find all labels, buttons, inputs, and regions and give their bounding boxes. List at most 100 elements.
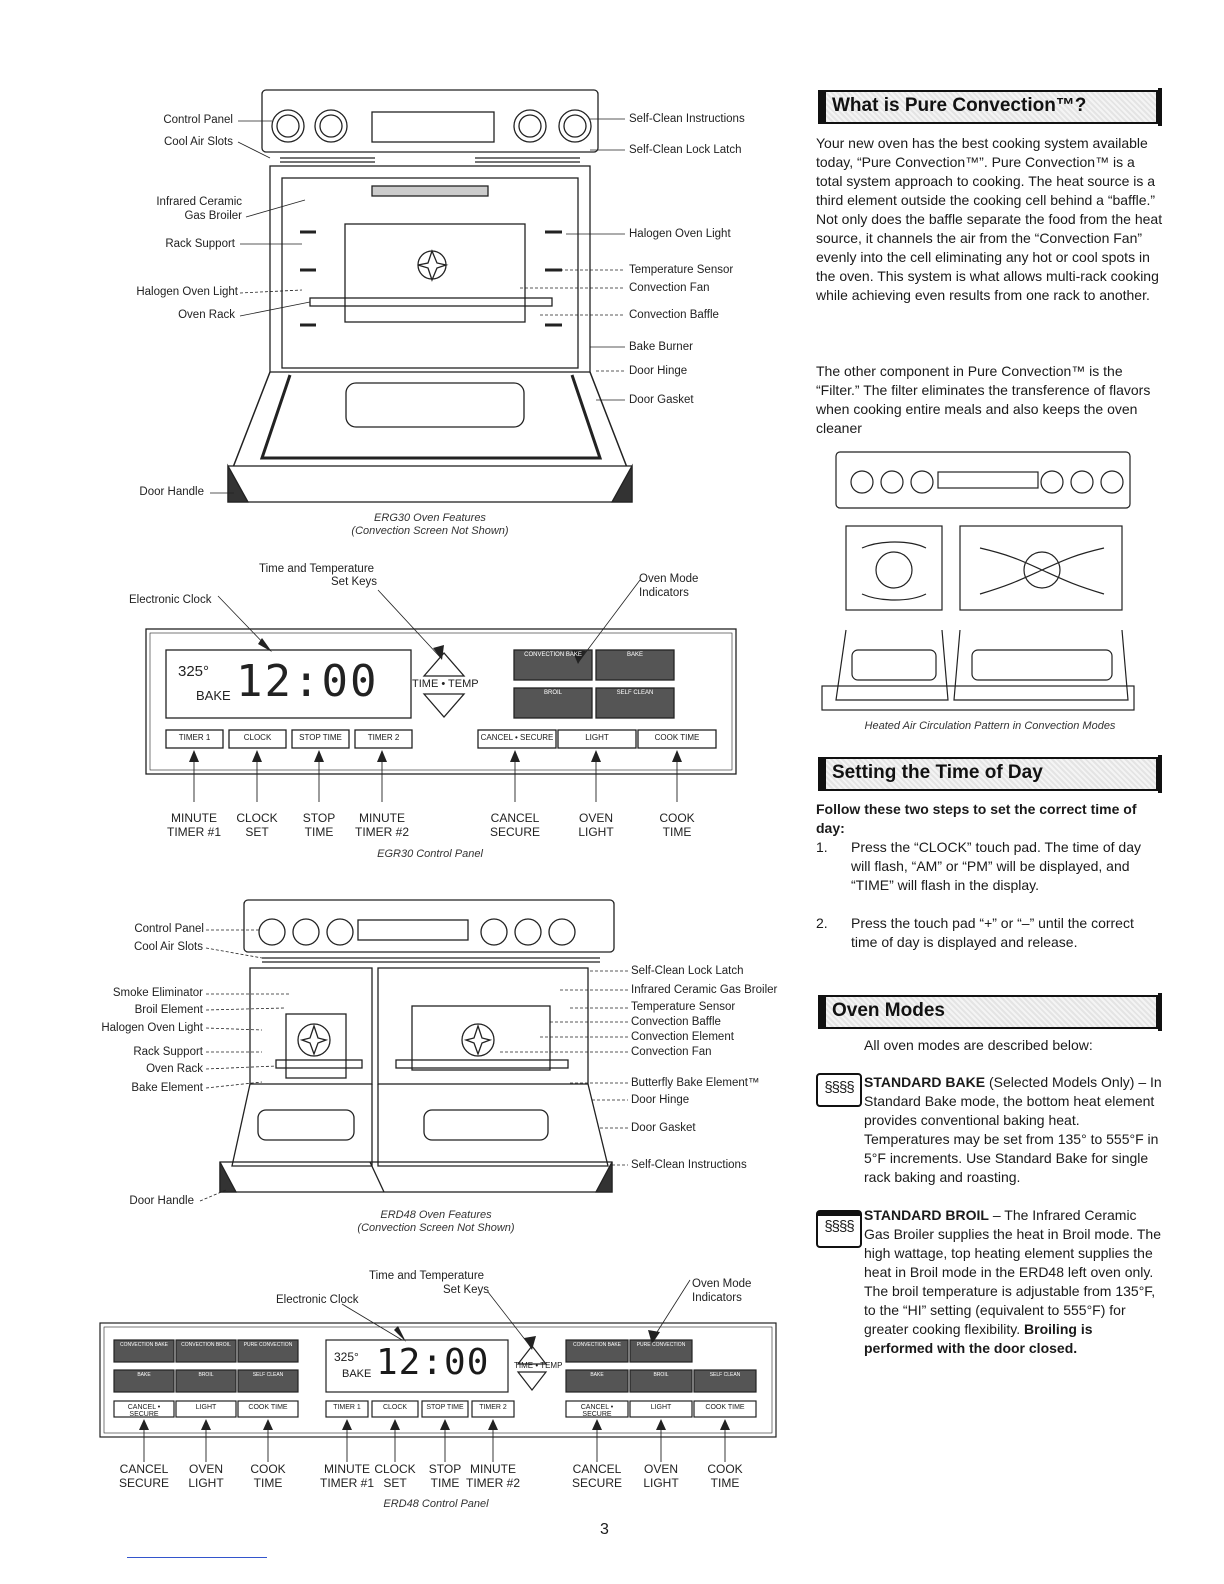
erd48-pad-cancel-left[interactable]: CANCEL • SECURE [127, 1404, 161, 1418]
erd48-label-cool-air-slots: Cool Air Slots [133, 941, 203, 953]
erd48-time-temp-label[interactable]: TIME • TEMP [514, 1361, 563, 1370]
egr30-time-temp-label[interactable]: TIME • TEMP [412, 678, 479, 690]
oven-modes-intro: All oven modes are described below: [864, 1037, 1093, 1053]
erd48-pad-timer-2[interactable]: TIMER 2 [479, 1404, 507, 1411]
erd48-pad-timer-1[interactable]: TIMER 1 [333, 1404, 361, 1411]
pure-convection-heading: What is Pure Convection™? [832, 95, 1087, 116]
erd48-label-halogen-oven-light: Halogen Oven Light [101, 1022, 203, 1034]
erd48-label-convection-baffle: Convection Baffle [631, 1016, 721, 1028]
erd48-label-infrared-broiler: Infrared Ceramic Gas Broiler [631, 984, 778, 996]
label-halogen-oven-light: Halogen Oven Light [136, 286, 238, 298]
erd48-pad-light-left[interactable]: LIGHT [195, 1404, 217, 1411]
erd48-label-convection-fan: Convection Fan [631, 1046, 712, 1058]
erd48-pad-clock[interactable]: CLOCK [382, 1404, 408, 1411]
label-bake-burner: Bake Burner [629, 341, 693, 353]
pure-convection-paragraph-1: Your new oven has the best cooking syste… [816, 135, 1163, 303]
egr30-mode-self-clean: SELF CLEAN [616, 690, 654, 696]
egr30-pad-stop-time[interactable]: STOP TIME [299, 733, 342, 742]
label-halogen-oven-light-right: Halogen Oven Light [629, 228, 731, 240]
label-door-handle: Door Handle [139, 486, 204, 498]
egr30-callout-clock: Electronic Clock [129, 594, 212, 606]
egr30-pad-cancel-secure[interactable]: CANCEL • SECURE [480, 733, 554, 742]
erd48-pad-cook-time-right[interactable]: COOK TIME [705, 1404, 745, 1411]
erd48-right-mode-self-clean: SELF CLEAN [709, 1372, 741, 1378]
egr30-mode-broil: BROIL [543, 690, 562, 696]
erd48-callout-clock: Electronic Clock [276, 1294, 359, 1306]
label-self-clean-instructions: Self-Clean Instructions [629, 113, 745, 125]
label-convection-fan: Convection Fan [629, 282, 710, 294]
label-convection-baffle: Convection Baffle [629, 309, 719, 321]
egr30-pad-timer-1[interactable]: TIMER 1 [178, 733, 211, 742]
erd48-left-mode-conv-bake: CONVECTION BAKE [119, 1342, 169, 1348]
erd48-callout-keys-2: Set Keys [443, 1284, 490, 1296]
label-infrared-ceramic: Infrared Ceramic [156, 196, 242, 208]
erd48-right-mode-conv-bake: CONVECTION BAKE [572, 1342, 622, 1348]
convection-caption: Heated Air Circulation Pattern in Convec… [864, 720, 1116, 732]
erd48-pad-cook-time-left[interactable]: COOK TIME [248, 1404, 288, 1411]
erd48-pad-stop-time[interactable]: STOP TIME [426, 1404, 464, 1411]
erd48-label-smoke-eliminator: Smoke Eliminator [112, 987, 203, 999]
erd48-display-temp: 325° [334, 1350, 359, 1364]
broil-icon: §§§§ [816, 1210, 862, 1248]
time-of-day-heading-box: Setting the Time of Day [818, 755, 1162, 793]
erd48-left-mode-pure-conv: PURE CONVECTION [243, 1342, 293, 1348]
standard-broil-text: STANDARD BROIL – The Infrared Ceramic Ga… [864, 1207, 1162, 1356]
erd48-label-bake-element: Bake Element [131, 1082, 203, 1094]
egr30-callout-keys-2: Set Keys [331, 576, 378, 588]
erd48-label-control-panel: Control Panel [134, 923, 204, 935]
erd48-callout-mode-1: Oven Mode [692, 1278, 752, 1290]
egr30-pad-clock[interactable]: CLOCK [243, 733, 272, 742]
egr30-display-mode: BAKE [196, 688, 231, 703]
label-door-hinge: Door Hinge [629, 365, 688, 377]
label-rack-support: Rack Support [165, 238, 235, 250]
egr30-pad-light[interactable]: LIGHT [585, 733, 609, 742]
time-of-day-heading: Setting the Time of Day [832, 762, 1043, 783]
egr30-mode-convection-bake: CONVECTION BAKE [524, 652, 582, 658]
erd48-display-time: 12:00 [376, 1342, 490, 1383]
erg30-caption-2: (Convection Screen Not Shown) [351, 525, 509, 537]
erd48-label-door-gasket: Door Gasket [631, 1122, 696, 1134]
erd48-panel-caption: ERD48 Control Panel [383, 1498, 489, 1510]
erd48-label-butterfly-bake: Butterfly Bake Element™ [631, 1077, 760, 1089]
page-number: 3 [600, 1521, 609, 1538]
egr30-callout-keys-1: Time and Temperature [259, 563, 375, 575]
erd48-pad-cancel-right[interactable]: CANCEL • SECURE [580, 1404, 614, 1418]
pure-convection-heading-box: What is Pure Convection™? [818, 88, 1162, 126]
time-of-day-intro: Follow these two steps to set the correc… [816, 801, 1137, 836]
erd48-caption-2: (Convection Screen Not Shown) [357, 1222, 515, 1234]
egr30-pad-timer-2[interactable]: TIMER 2 [367, 733, 400, 742]
erg30-caption-1: ERG30 Oven Features [374, 512, 486, 524]
erd48-label-rack-support: Rack Support [133, 1046, 203, 1058]
egr30-callout-mode-2: Indicators [639, 587, 689, 599]
pure-convection-paragraph-2: The other component in Pure Convection™ … [816, 363, 1151, 436]
egr30-callout-mode-1: Oven Mode [639, 573, 699, 585]
label-cool-air-slots: Cool Air Slots [163, 136, 233, 148]
egr30-pad-cook-time[interactable]: COOK TIME [654, 733, 700, 742]
erd48-label-door-handle: Door Handle [129, 1195, 194, 1207]
label-oven-rack: Oven Rack [178, 309, 235, 321]
egr30-mode-bake: BAKE [626, 652, 643, 658]
oven-modes-heading: Oven Modes [832, 1000, 945, 1021]
link-underline [127, 1557, 267, 1558]
erd48-pad-light-right[interactable]: LIGHT [650, 1404, 672, 1411]
label-door-gasket: Door Gasket [629, 394, 694, 406]
